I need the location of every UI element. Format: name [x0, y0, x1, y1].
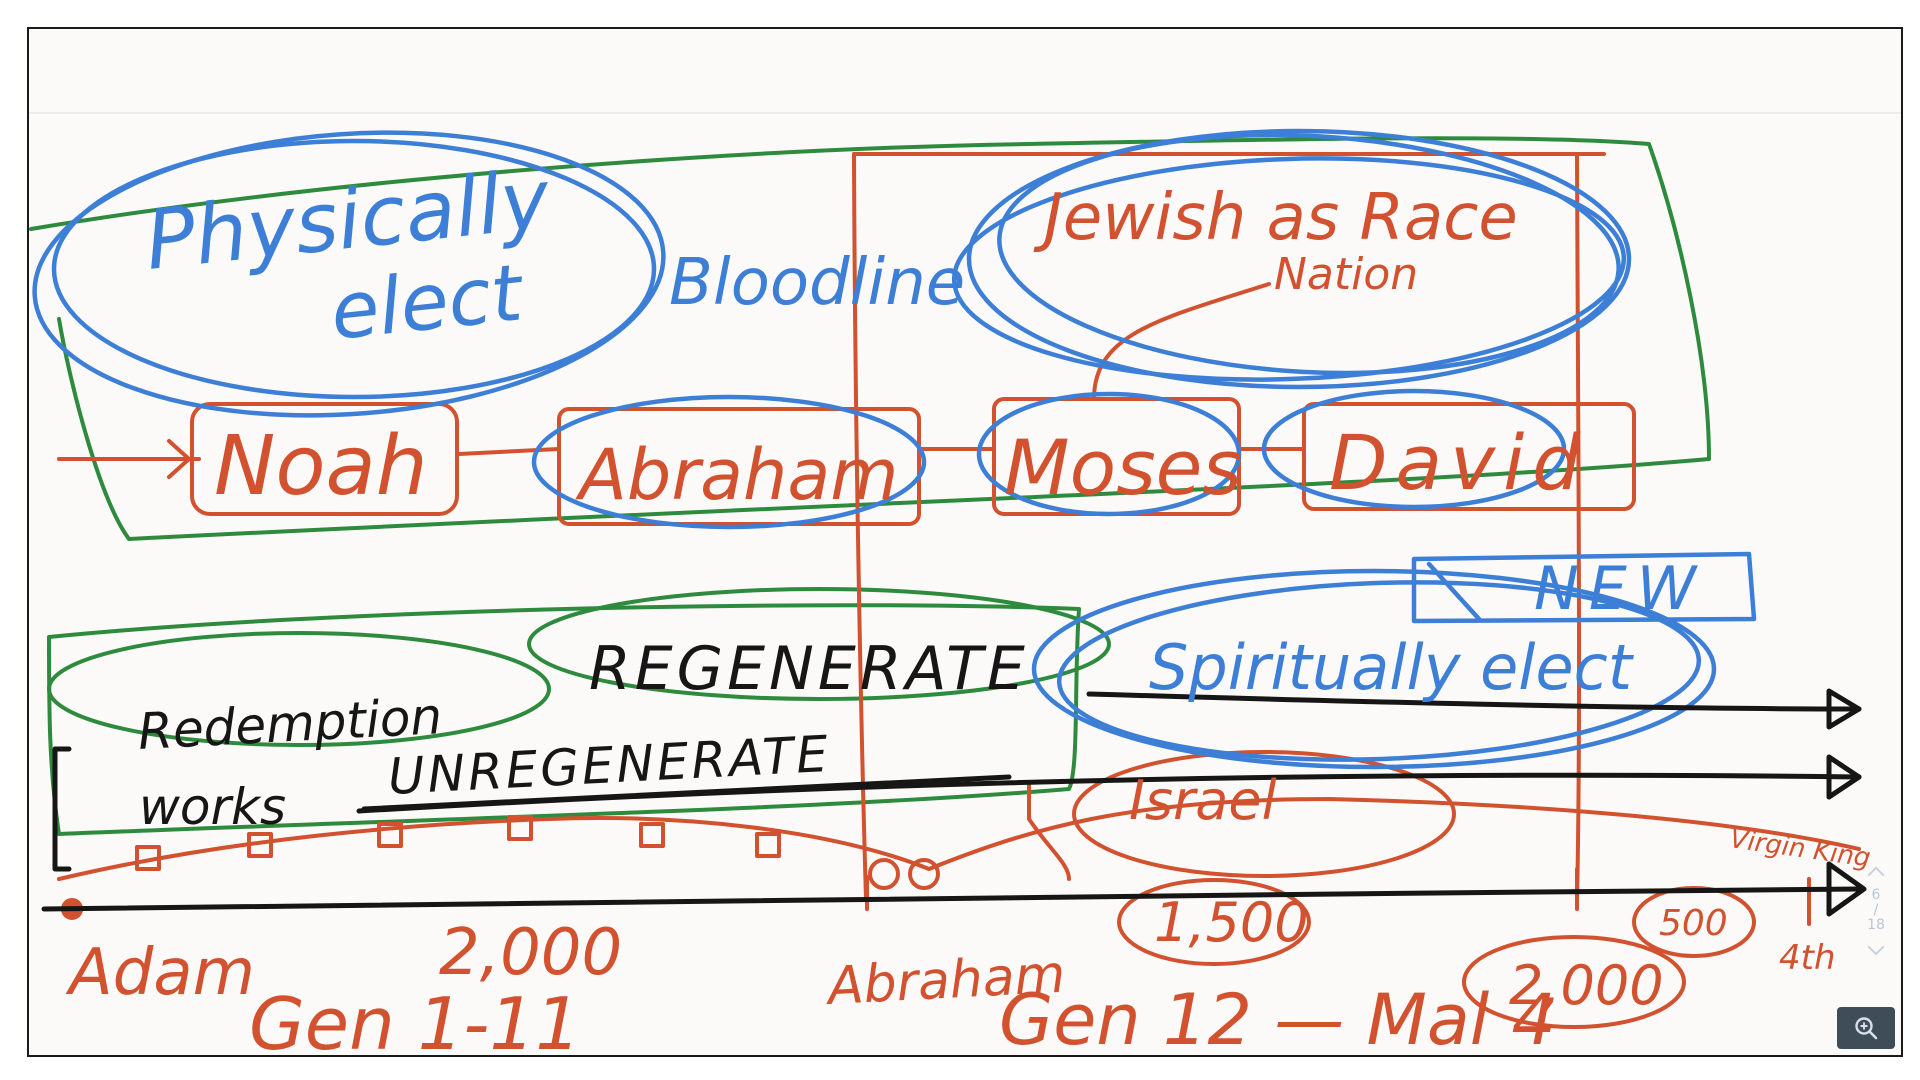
red-arrow-head — [167, 439, 191, 479]
red-genealogy-curve — [57, 797, 1861, 881]
chevron-up-icon[interactable] — [1867, 866, 1885, 884]
label-israel: Israel — [1129, 769, 1277, 832]
timeline-main-arrow — [41, 886, 1862, 912]
blue-jewish-race-ellipse-2 — [997, 132, 1621, 376]
label-gen-12-mal-4: Gen 12 — Mal 4 — [999, 979, 1556, 1055]
label-elect: elect — [327, 248, 529, 358]
label-500: 500 — [1659, 903, 1728, 944]
label-works: works — [139, 778, 286, 836]
red-abraham-box — [557, 407, 921, 526]
red-2000-ellipse — [1462, 935, 1686, 1029]
genealogy-marker — [135, 845, 161, 871]
label-unregenerate: UNREGENERATE — [387, 725, 833, 806]
label-new: NEW — [1534, 554, 1706, 624]
label-jewish-as-race: Jewish as Race — [1033, 181, 1518, 255]
unregenerate-underline — [361, 774, 1012, 812]
genealogy-marker — [507, 815, 533, 841]
label-virgin-king: Virgin King — [1728, 824, 1872, 873]
label-4000: 4th — [1779, 938, 1836, 978]
page-current: 6 — [1871, 887, 1881, 903]
genealogy-marker — [377, 822, 403, 848]
blue-spiritually-elect-ellipse-2 — [1056, 580, 1702, 762]
label-bloodline: Bloodline — [669, 246, 965, 320]
label-gen-1-11: Gen 1-11 — [249, 982, 581, 1055]
chevron-down-icon[interactable] — [1867, 938, 1885, 956]
genealogy-marker — [908, 858, 940, 890]
red-vertical-right — [1575, 152, 1582, 901]
label-abraham-box: Abraham — [575, 434, 898, 516]
red-nation-connector — [1092, 282, 1271, 401]
blue-moses-ellipse — [976, 391, 1242, 517]
zoom-button[interactable] — [1837, 1007, 1895, 1049]
works-bracket — [52, 746, 72, 872]
label-adam: Adam — [65, 936, 255, 1010]
zoom-in-icon — [1855, 1017, 1878, 1040]
green-works-region — [47, 603, 1081, 836]
blue-spiritually-elect-ellipse — [1031, 568, 1717, 770]
whiteboard-canvas: Physically elect Bloodline Jewish as Rac… — [29, 112, 1901, 1055]
page-separator: / — [1873, 902, 1879, 918]
red-vertical-left — [852, 152, 868, 901]
genealogy-marker — [247, 832, 273, 858]
genealogy-marker — [755, 832, 781, 858]
label-1500: 1,500 — [1154, 891, 1309, 954]
blue-jewish-race-ellipse-3 — [951, 156, 1627, 382]
blue-david-ellipse — [1261, 388, 1567, 510]
label-2000-right: 2,000 — [1509, 954, 1664, 1017]
green-regenerate-ellipse — [527, 587, 1111, 701]
unregenerate-arrow-head — [1826, 754, 1862, 800]
label-regenerate: REGENERATE — [589, 634, 1029, 704]
red-noah-abraham-link — [457, 447, 561, 456]
red-1500-ellipse — [1117, 878, 1311, 966]
genealogy-marker — [639, 822, 665, 848]
regenerate-arrow-head — [1826, 688, 1862, 730]
label-moses: Moses — [1004, 423, 1242, 512]
blue-jewish-race-ellipse — [966, 128, 1632, 390]
timeline-main-arrow-head — [1826, 861, 1867, 917]
label-spiritually-elect: Spiritually elect — [1149, 631, 1635, 704]
genealogy-marker — [868, 858, 900, 890]
whiteboard-frame: Physically elect Bloodline Jewish as Rac… — [27, 27, 1903, 1057]
label-nation: Nation — [1274, 249, 1418, 300]
page-indicator: 6 / 18 — [1859, 859, 1893, 999]
red-david-box — [1302, 402, 1636, 511]
red-500-ellipse — [1632, 886, 1756, 958]
page-total: 18 — [1867, 917, 1885, 933]
regenerate-arrow — [1086, 691, 1862, 712]
red-israel-ellipse — [1072, 750, 1456, 878]
blue-physically-elect-ellipse-2 — [51, 138, 657, 400]
label-2000-left: 2,000 — [439, 916, 622, 990]
blue-new-box — [1411, 551, 1757, 624]
label-david: David — [1329, 418, 1588, 507]
green-redemption-ellipse — [47, 631, 551, 747]
green-physically-elect-region — [29, 136, 1711, 541]
label-abraham-timeline: Abraham — [824, 945, 1067, 1017]
blue-abraham-ellipse — [531, 394, 927, 530]
red-israel-split — [1027, 782, 1071, 881]
label-noah: Noah — [214, 419, 428, 514]
blue-physically-elect-ellipse — [32, 130, 666, 418]
